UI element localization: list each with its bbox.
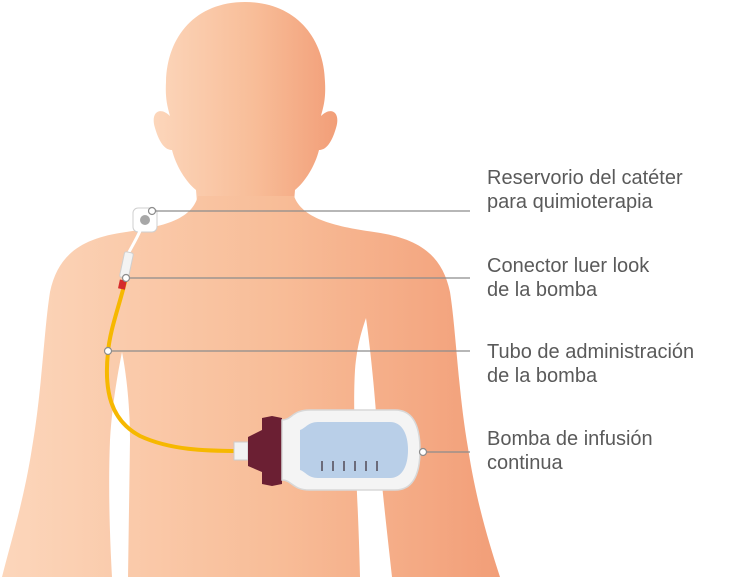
label-connector-line1: Conector luer look xyxy=(487,255,650,277)
head xyxy=(153,2,338,215)
label-tube: Tubo de administración de la bomba xyxy=(487,340,694,388)
label-pump-line1: Bomba de infusión xyxy=(487,428,653,450)
pump-fluid xyxy=(300,422,408,478)
infusion-pump-icon xyxy=(233,409,421,491)
pump-graduation-marks xyxy=(321,461,378,471)
label-reservoir: Reservorio del catéter para quimioterapi… xyxy=(487,166,683,214)
administration-tube xyxy=(104,280,242,453)
label-connector: Conector luer look de la bomba xyxy=(487,254,649,302)
label-pump: Bomba de infusión continua xyxy=(487,427,653,475)
label-connector-line2: de la bomba xyxy=(487,279,598,301)
label-reservoir-line2: para quimioterapia xyxy=(487,191,653,213)
leader-dot-reservoir xyxy=(147,206,157,216)
label-tube-line1: Tubo de administración xyxy=(487,341,695,363)
label-pump-line2: continua xyxy=(487,452,563,474)
leader-lines xyxy=(103,206,470,457)
label-reservoir-line1: Reservorio del catéter xyxy=(487,167,683,189)
leader-dot-tube xyxy=(103,346,113,356)
luer-connector-icon xyxy=(118,251,134,290)
leader-dot-pump xyxy=(418,447,428,457)
body-silhouette xyxy=(2,2,500,577)
leader-dot-connector xyxy=(121,273,131,283)
label-tube-line2: de la bomba xyxy=(487,365,598,387)
torso xyxy=(2,196,500,577)
pump-cap xyxy=(248,416,282,486)
